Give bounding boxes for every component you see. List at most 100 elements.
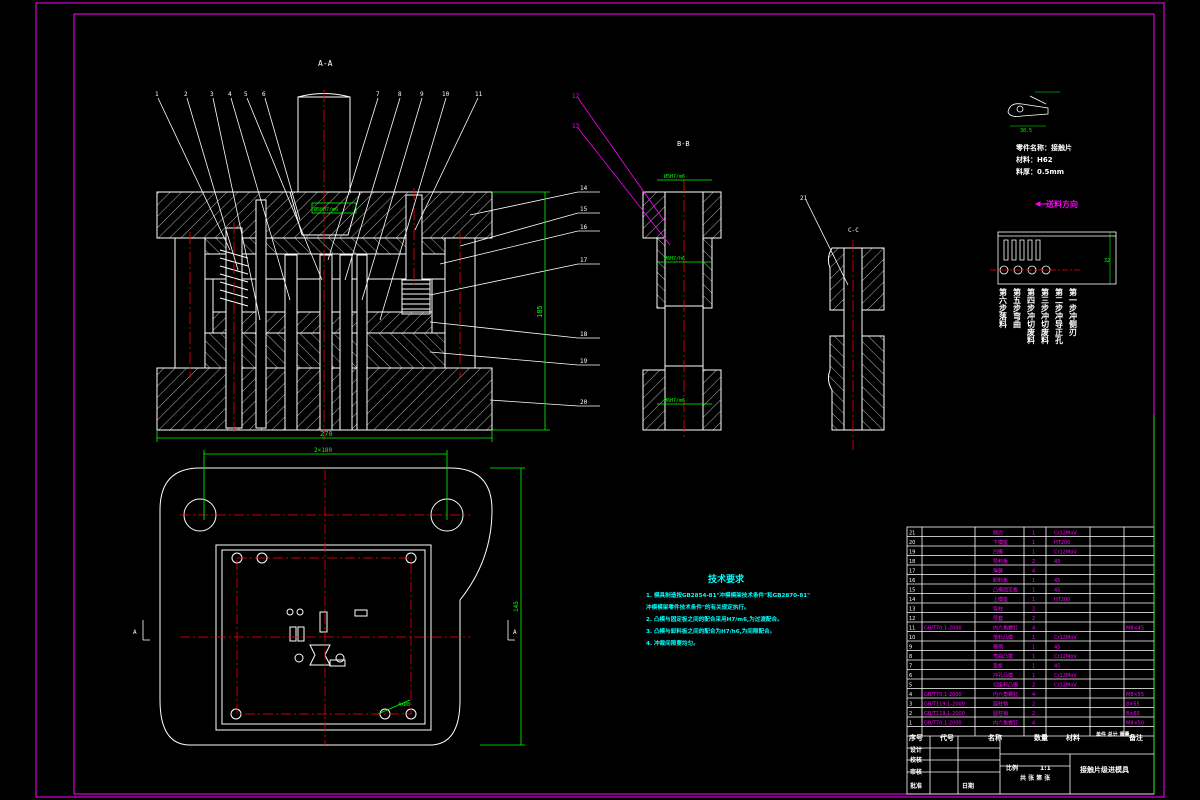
bom-cell-mat: Cr12MoV [1054, 673, 1077, 679]
bom-cell-qty: 2 [1032, 607, 1035, 613]
bom-cell-code: GB/T70.1-2000 [924, 626, 962, 632]
bom-cell-mat: Cr12MoV [1054, 683, 1077, 689]
bom-cell-no: 15 [909, 588, 915, 594]
tb-date: 日期 [962, 782, 974, 790]
bom-cell-no: 18 [909, 559, 915, 565]
bom-header: 序号 代号 名称 数量 材料 单件 总计 重量 备注 [908, 731, 1143, 742]
bom-cell-code: GB/T119.1-2000 [924, 702, 965, 708]
tech-item: 1. 模具制造按GB2854-81"冲模模架技术条件"和GB2870-81" [646, 591, 810, 599]
bom-cell-name: 落料凸模 [993, 634, 1013, 641]
bom-cell-note: M8×50 [1126, 721, 1144, 727]
bom-cell-code: GB/T119.1-2000 [924, 711, 965, 717]
dim-plate-width: 2×180 [314, 447, 332, 454]
bom-cell-mat: 45 [1054, 588, 1060, 594]
bom-cell-no: 12 [909, 616, 915, 622]
title-block [906, 415, 1155, 795]
part-dim: 30.5 [1020, 128, 1032, 134]
step-label: 第二步冲导正孔 [1055, 287, 1064, 345]
bom-cell-qty: 4 [1032, 569, 1035, 575]
main-section-label: A-A [318, 59, 333, 68]
section-marker-right: A [513, 629, 517, 636]
bom-cell-qty: 1 [1032, 578, 1035, 584]
bom-cell-no: 19 [909, 550, 915, 556]
callout-21: 21 [800, 195, 808, 202]
tb-design: 设计 [910, 746, 922, 754]
bom-cell-name: 弯曲凸模 [993, 653, 1013, 660]
bom-cell-qty: 1 [1032, 645, 1035, 651]
bom-header-name: 名称 [988, 733, 1002, 742]
bom-cell-no: 4 [909, 692, 912, 698]
section-b-view: B-B [642, 140, 722, 431]
bom-cell-no: 3 [909, 702, 912, 708]
bom-cell-name: 冲孔凸模 [993, 672, 1013, 679]
bom-cell-mat: 45 [1054, 559, 1060, 565]
bom-cell-qty: 2 [1032, 702, 1035, 708]
callout-13: 13 [572, 123, 580, 130]
step-labels: 第六步落料 第五步弯曲 第四步冲切废料 第三步冲切废料 第二步冲导正孔 第一步冲… [998, 287, 1078, 345]
callout-19: 19 [580, 358, 588, 365]
step-label: 第一步冲侧刃 [1069, 287, 1078, 337]
callout-11: 11 [475, 91, 483, 98]
bom-cell-no: 10 [909, 635, 915, 641]
sheet-outer-border [35, 2, 1165, 798]
dim-hole: 4×Ø8 [398, 701, 410, 708]
bom-cell-name: 凹模 [993, 549, 1003, 556]
bom-cell-mat: Cr12MoV [1054, 531, 1077, 537]
bom-cell-no: 9 [909, 645, 912, 651]
bom-cell-code: GB/T70.1-2000 [924, 692, 962, 698]
bom-row: 17 弹簧 4 [909, 568, 1035, 575]
dim-overall-width: 270 [320, 430, 333, 438]
callout-3: 3 [210, 91, 214, 98]
bom-cell-mat: 45 [1054, 578, 1060, 584]
bom-cell-note: 8×60 [1126, 711, 1140, 717]
title-block-fields: 设计 校核 审核 批准 日期 比例 1:1 共 张 第 张 接触片级进模具 [910, 746, 1129, 790]
bom-cell-no: 21 [909, 531, 915, 537]
bom-cell-mat: Cr12MoV [1054, 550, 1077, 556]
bom-cell-mat: HT200 [1054, 597, 1070, 603]
tech-requirements: 技术要求 1. 模具制造按GB2854-81"冲模模架技术条件"和GB2870-… [646, 573, 810, 647]
callout-6: 6 [262, 91, 266, 98]
bom-cell-no: 2 [909, 711, 912, 717]
tech-title: 技术要求 [708, 573, 745, 585]
bom-cell-qty: 1 [1032, 664, 1035, 670]
bom-cell-qty: 1 [1032, 531, 1035, 537]
tb-check: 校核 [910, 756, 922, 764]
section-marker-left: A [133, 629, 137, 636]
bom-header-mat: 材料 [1065, 733, 1080, 742]
bom-cell-no: 14 [909, 597, 915, 603]
section-c-label: C-C [848, 227, 859, 234]
bom-cell-no: 7 [909, 664, 912, 670]
part-sketch [1007, 95, 1049, 117]
callout-10: 10 [442, 91, 450, 98]
step-label: 第五步弯曲 [1013, 287, 1022, 329]
tb-approve: 批准 [910, 782, 922, 790]
bom-cell-qty: 4 [1032, 721, 1035, 727]
dim-b-mid: Ø6H7/h6 [664, 255, 685, 262]
bom-cell-qty: 2 [1032, 616, 1035, 622]
bom-cell-mat: Cr12MoV [1054, 654, 1077, 660]
bom-cell-name: 内六角螺钉 [993, 720, 1018, 727]
callout-9: 9 [420, 91, 424, 98]
bom-cell-qty: 2 [1032, 559, 1035, 565]
part-material: 材料：H62 [1015, 155, 1053, 164]
bom-cell-name: 圆柱销 [993, 710, 1008, 717]
strip-layout [997, 231, 1117, 285]
bom-cell-no: 17 [909, 569, 915, 575]
bom-cell-name: 弹簧 [993, 568, 1003, 575]
bom-cell-qty: 1 [1032, 673, 1035, 679]
bom-cell-qty: 1 [1032, 654, 1035, 660]
top-callouts: 1 2 3 4 5 6 7 8 9 10 11 [155, 91, 483, 321]
bom-cell-note: M8×55 [1126, 692, 1144, 698]
bom-row: 12 导套 2 [909, 615, 1035, 622]
bom-cell-code: GB/T70.1-2000 [924, 721, 962, 727]
bom-cell-name: 导套 [993, 615, 1003, 622]
